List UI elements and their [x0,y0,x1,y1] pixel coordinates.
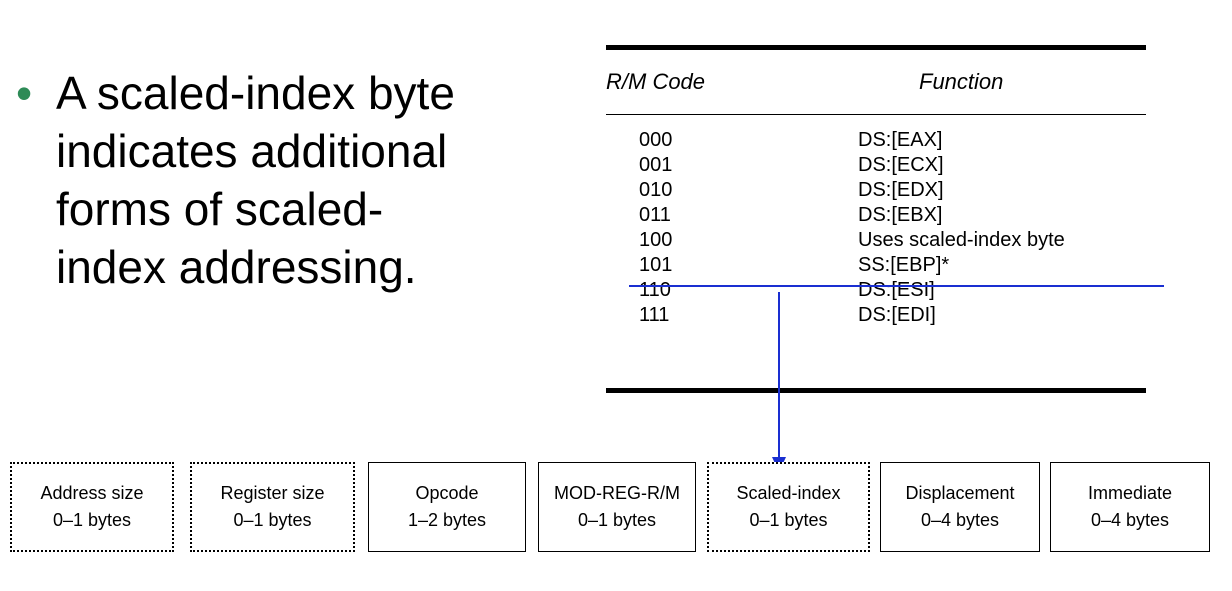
bullet-line: A scaled-index byte [56,67,455,119]
header-function: Function [919,69,1004,94]
format-field-size: 0–4 bytes [920,510,1000,530]
rm-code-cell: 010 [639,179,673,201]
rm-code-cell: 101 [639,254,673,276]
table-bottom-rule [606,388,1146,393]
format-field-size: 0–1 bytes [233,510,312,530]
rm-code-cell: 011 [639,204,671,226]
rm-code-cell: 001 [639,154,673,176]
table-row: 000 DS:[EAX] [606,128,1146,153]
instruction-format: Address size 0–1 bytes Register size 0–1 by… [0,462,1232,562]
format-field-size: 0–1 bytes [749,510,828,530]
function-cell: DS:[EDI] [858,304,936,326]
function-cell: Uses scaled-index byte [858,229,1065,251]
format-field-size: 0–4 bytes [1090,510,1170,530]
format-field-size: 1–2 bytes [407,510,487,530]
format-field-box: Immediate 0–4 bytes [1050,462,1210,552]
rm-code-table: R/M Code Function 000 DS:[EAX] 001 DS:[ECX]… [606,45,1146,405]
function-cell: DS:[ECX] [858,154,944,176]
bullet-line: indicates additional [56,125,448,177]
format-field-box: Opcode 1–2 bytes [368,462,526,552]
format-field-name: Address size [40,483,144,503]
format-field-name: Register size [220,483,325,503]
format-field-size: 0–1 bytes [577,510,657,530]
format-field-name: Scaled-index [736,483,841,503]
format-field-name: MOD-REG-R/M [554,483,680,503]
format-field-box: Address size 0–1 bytes [10,462,174,552]
format-field-name: Opcode [415,483,479,503]
rm-code-cell: 000 [639,129,673,151]
format-field-box: Displacement 0–4 bytes [880,462,1040,552]
table-row: 101 SS:[EBP]* [606,253,1146,278]
format-field-box: Scaled-index 0–1 bytes [707,462,870,552]
rm-code-cell: 110 [639,279,671,301]
format-field-box: MOD-REG-R/M 0–1 bytes [538,462,696,552]
format-field-box: Register size 0–1 bytes [190,462,355,552]
table-row: 100 Uses scaled-index byte [606,228,1146,253]
table-row: 001 DS:[ECX] [606,153,1146,178]
table-row: 110 DS:[ESI] [606,278,1146,303]
table-header-rule [606,114,1146,115]
function-cell: SS:[EBP]* [858,254,950,276]
table-row: 010 DS:[EDX] [606,178,1146,203]
bullet-marker: • [16,67,33,119]
rm-code-cell: 111 [639,304,670,326]
format-field-name: Immediate [1087,483,1173,503]
format-field-name: Displacement [905,483,1015,503]
function-cell: DS:[EBX] [858,204,943,226]
format-field-size: 0–1 bytes [52,510,132,530]
bullet-line: forms of scaled- [56,183,384,235]
function-cell: DS:[EDX] [858,179,944,201]
rm-code-cell: 100 [639,229,673,251]
table-row: 111 DS:[EDI] [606,303,1146,328]
table-top-rule [606,45,1146,50]
bullet-text: A scaled-index byte indicates additional… [56,64,455,296]
header-rm-code: R/M Code [606,69,706,94]
function-cell: DS:[EAX] [858,129,943,151]
function-cell: DS:[ESI] [858,279,935,301]
table-row: 011 DS:[EBX] [606,203,1146,228]
bullet-line: index addressing. [56,241,417,293]
